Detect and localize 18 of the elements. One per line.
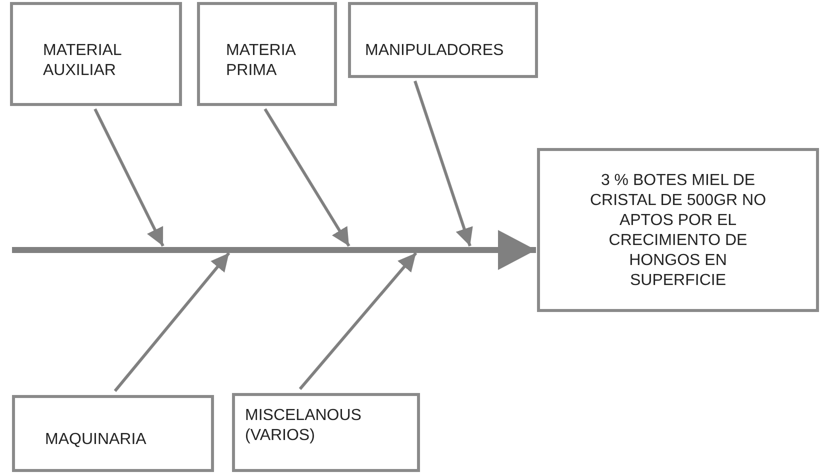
cause-box xyxy=(348,2,538,78)
arrow xyxy=(298,252,418,390)
box-label: MAQUINARIA xyxy=(45,430,148,450)
arrow xyxy=(114,252,230,392)
effect-box xyxy=(537,148,819,312)
cause-box xyxy=(10,2,182,106)
box-label: MANIPULADORES xyxy=(365,41,505,61)
box-label: 3 % BOTES MIEL DE CRISTAL DE 500GR NO APTOS POR EL CRECIMIENTO DE HONGOS EN SUPERFICIE xyxy=(588,171,768,291)
cause-box xyxy=(197,2,337,106)
arrow xyxy=(94,108,164,247)
arrow xyxy=(264,108,350,247)
cause-box xyxy=(12,395,214,472)
spine-arrow xyxy=(12,230,536,270)
box-label: MATERIAL AUXILIAR xyxy=(43,41,122,81)
box-label: MATERIA PRIMA xyxy=(226,41,297,81)
cause-box xyxy=(232,393,420,472)
arrow xyxy=(414,80,473,246)
box-label: MISCELANOUS (VARIOS) xyxy=(245,406,362,446)
